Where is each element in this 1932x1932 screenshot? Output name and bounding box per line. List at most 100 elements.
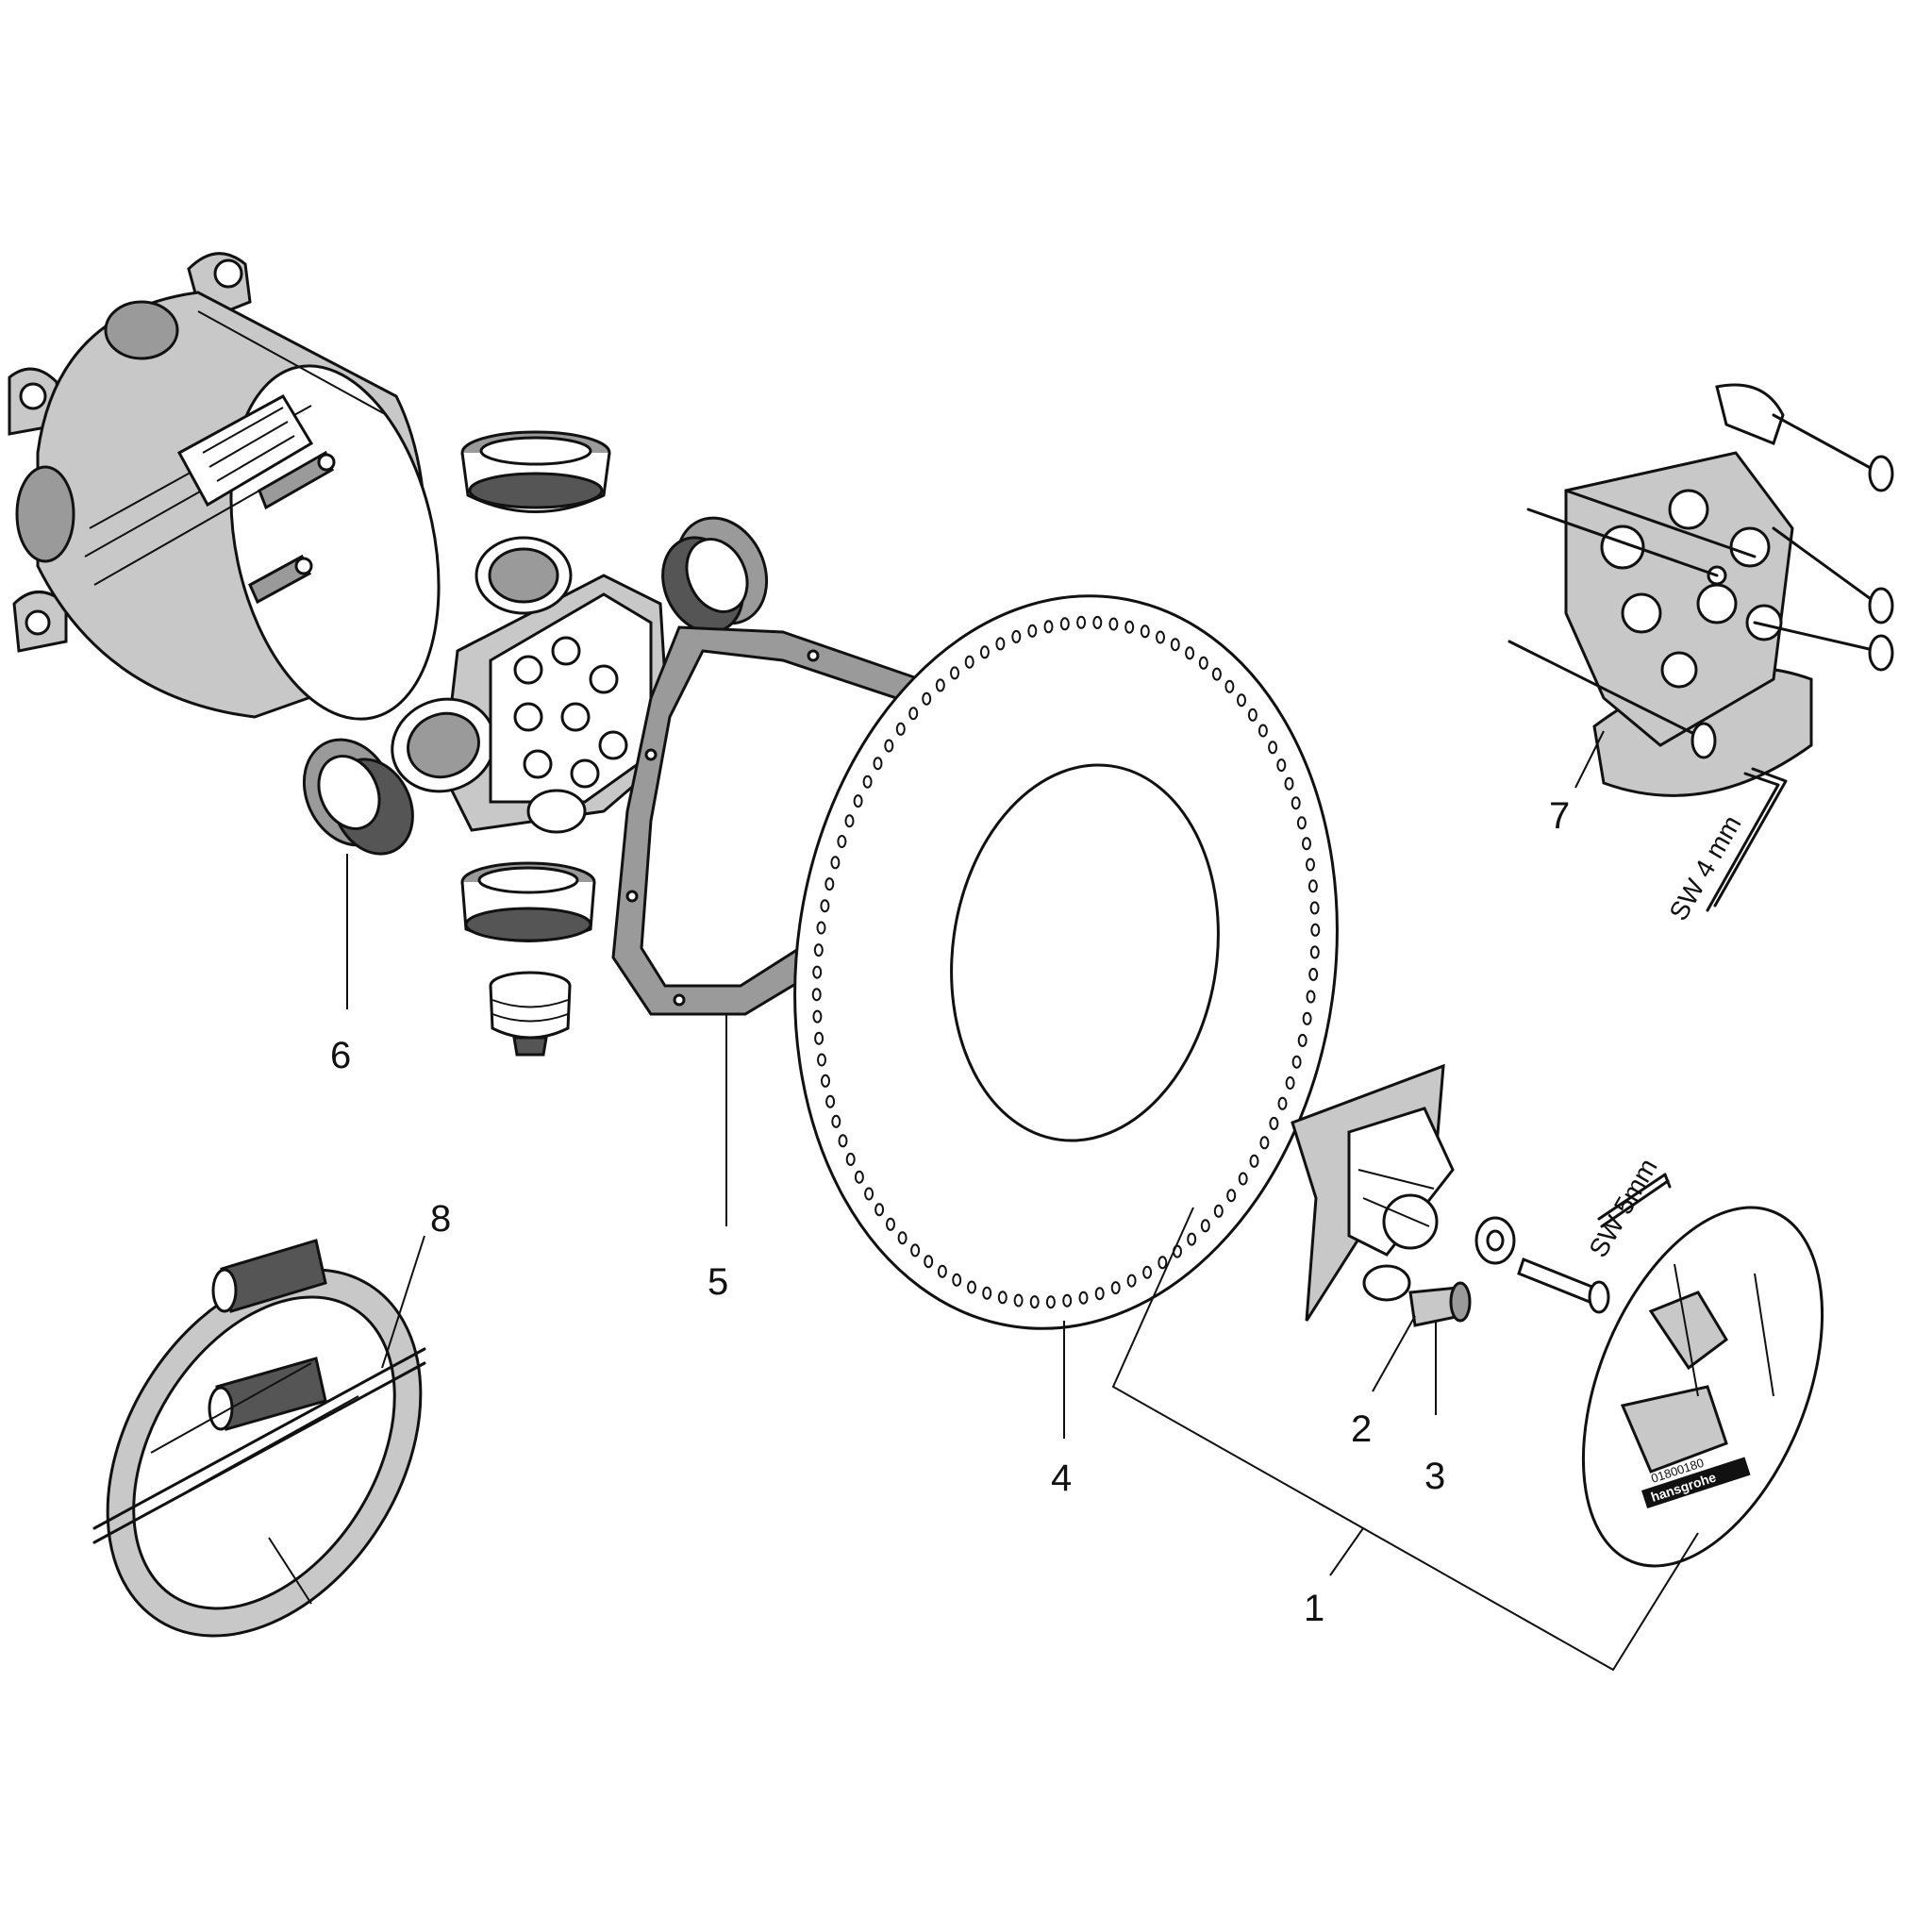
plate-hole [886,1217,895,1231]
plate-hole [825,1094,836,1108]
plate-hole [1284,776,1294,791]
leader-line-2 [1372,1315,1416,1392]
plate-hole [1302,837,1311,851]
flange-plate [793,594,1339,1330]
spindle [1408,1281,1472,1327]
leader-lines [346,730,1699,1672]
plate-hole [982,1286,992,1300]
plate-hole [1094,1287,1105,1301]
plate-hole [874,1203,885,1217]
plate-hole [1140,625,1150,639]
plate-hole [1013,1293,1024,1307]
trim-set: SW 5mm hansgrohe 01800180 [1291,1063,1824,1568]
plate-hole [1306,858,1315,872]
plate-hole [1011,629,1022,643]
plate-hole [1170,638,1180,652]
callout-3: 3 [1424,1456,1445,1497]
plate-hole [817,1053,826,1067]
plate-hole [1302,1011,1312,1025]
plate-hole [1257,724,1268,738]
plate-hole [824,877,835,891]
plate-hole [821,1074,830,1088]
plate-hole [924,1255,934,1269]
plate-hole [845,1152,856,1166]
callout-7: 7 [1549,795,1570,837]
plate-hole [820,899,830,913]
callout-4: 4 [1051,1457,1072,1499]
plate-hole [838,1134,848,1148]
plate-hole [922,691,932,706]
plate-hole [1291,796,1301,810]
plate-hole [979,645,990,659]
plate-hole [1029,1295,1040,1309]
plate-hole [812,1009,823,1024]
plate-hole [862,774,873,789]
plate-hole [1285,1076,1295,1090]
callout-8: 8 [430,1198,451,1240]
plate-hole [1237,693,1246,708]
callouts: 1 2 3 4 5 6 7 8 [330,795,1570,1629]
seal-ring [302,738,414,856]
plate-hole [1043,620,1054,634]
plate-hole [952,1273,962,1287]
seal-ring [460,430,611,513]
plate-hole [1259,1136,1270,1150]
plate-hole [1247,708,1257,722]
plate-hole [908,707,919,721]
hex-key-label: SW 5mm [1583,1154,1662,1262]
plate-hole [837,835,847,848]
plate-hole [1027,624,1038,638]
plate-hole [1108,617,1119,631]
plate-hole [864,1187,874,1201]
plate-hole [1110,1281,1121,1295]
plate-hole [910,1243,921,1257]
plate-hole [1309,901,1320,915]
plate-hole [844,814,855,828]
plate-hole [1276,758,1287,773]
plate-hole [816,921,826,935]
plate-hole [1297,1033,1307,1047]
plate-hole [1307,879,1318,893]
plate-hole [897,1231,908,1245]
callout-2: 2 [1351,1408,1372,1450]
plate-hole [997,1291,1008,1305]
plate-hole [1268,741,1278,755]
plate-hole [1059,617,1070,631]
leader-bracket-1 [1111,1207,1699,1672]
plate-hole [1296,816,1307,830]
plate-hole [1156,630,1165,644]
hex-key-tool: SW 5mm [1583,1154,1672,1262]
plate-hole [950,666,959,680]
hex-key-label: SW 4 mm [1663,810,1746,925]
plate-hole [831,1114,841,1128]
plate-hole [1269,1116,1279,1130]
seal-ring [661,516,769,634]
plate-hole [895,722,906,736]
plate-hole [1076,615,1087,629]
valve-body-set [302,430,769,1057]
plaster-guard-frame [92,1239,426,1638]
plate-hole [1211,667,1222,681]
plate-hole [1249,1154,1259,1168]
mounting-plate-kit: SW 4 mm [1507,383,1894,925]
installation-box [8,252,441,721]
seal-ring [460,861,596,942]
plate-hole [1126,1274,1137,1288]
plate-hole [1124,620,1135,634]
plate-hole [1306,990,1316,1004]
plate-hole [1213,1204,1224,1218]
plate-hole [1185,646,1195,660]
plate-hole [967,1280,976,1294]
plate-hole [1224,679,1235,693]
plate-hole [1308,967,1319,981]
plate-hole [964,655,974,669]
plate-hole [853,794,863,808]
plate-hole [1187,1232,1197,1246]
callout-1: 1 [1304,1588,1324,1629]
plate-hole [813,943,824,958]
plate-hole [1291,1055,1302,1069]
plate-hole [811,988,822,1002]
leader-line-8 [381,1235,425,1369]
callout-6: 6 [330,1035,351,1076]
